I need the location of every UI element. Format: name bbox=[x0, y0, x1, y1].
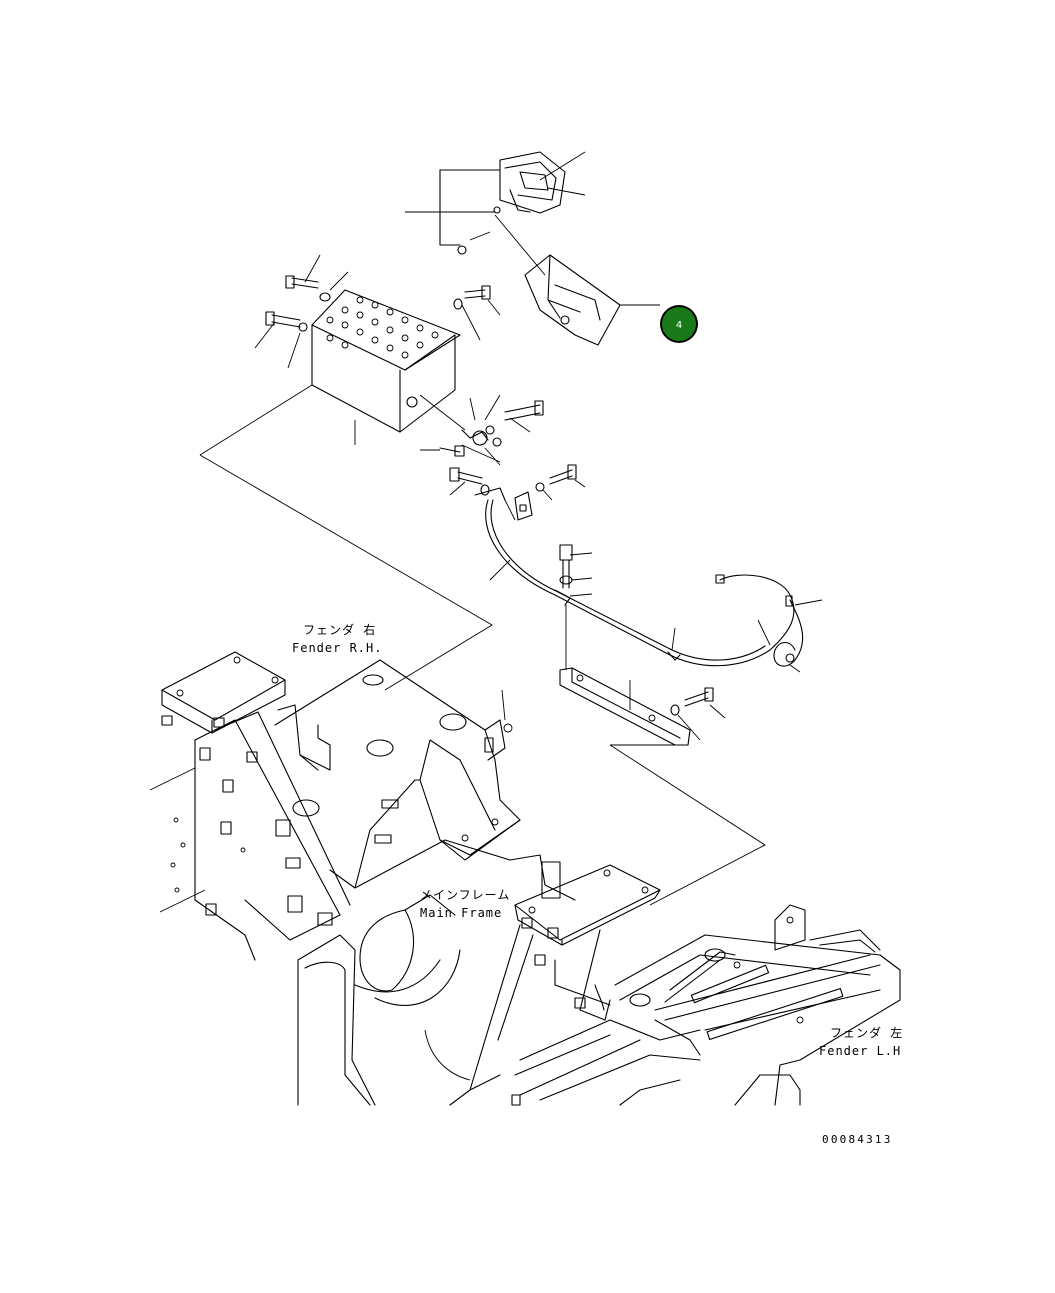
fender-rh-label-en: Fender R.H. bbox=[292, 641, 382, 655]
perforation-holes bbox=[326, 296, 439, 359]
perforated-cover bbox=[199, 289, 461, 456]
main-frame-structure bbox=[149, 651, 901, 1106]
mounting-bracket bbox=[559, 667, 726, 746]
fender-rh-label: フェンダ 右 Fender R.H. bbox=[292, 622, 382, 655]
main-frame-label-jp: メインフレーム bbox=[420, 888, 510, 902]
fasteners-mid bbox=[449, 464, 586, 521]
callout-fill bbox=[662, 307, 696, 341]
main-frame-label-en: Main Frame bbox=[420, 906, 502, 920]
fender-lh-label: フェンダ 左 Fender L.H bbox=[819, 1025, 903, 1058]
switch-assembly bbox=[405, 151, 586, 276]
fender-lh-label-en: Fender L.H bbox=[819, 1044, 901, 1058]
fasteners-upper bbox=[254, 254, 501, 369]
wiring-harness bbox=[485, 499, 823, 673]
holder-bracket bbox=[524, 254, 660, 346]
connector-parts bbox=[419, 394, 544, 466]
drawing-code: 00084313 bbox=[822, 1133, 893, 1146]
fender-lh-label-jp: フェンダ 左 bbox=[830, 1025, 903, 1040]
main-frame-label: メインフレーム Main Frame bbox=[420, 888, 510, 920]
assembly-leaders bbox=[199, 454, 766, 906]
callout-number: 4 bbox=[676, 320, 682, 331]
fender-rh-label-jp: フェンダ 右 bbox=[303, 622, 376, 637]
callout-bubble-4[interactable]: 4 bbox=[660, 305, 698, 343]
